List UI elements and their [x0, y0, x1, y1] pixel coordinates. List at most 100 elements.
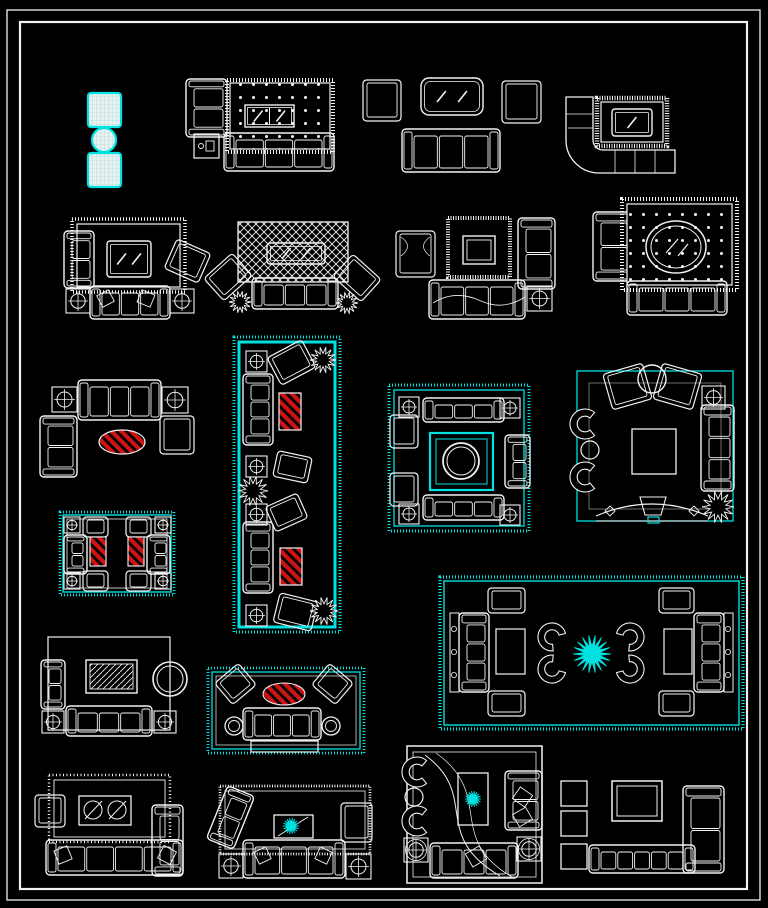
cyan-rug-red-oval-set-rect: [206, 666, 366, 755]
u-lounge-set-cchair: [569, 461, 596, 493]
block-cyan-rug-red-oval-set[interactable]: [206, 663, 366, 755]
block-crosshatch-rug-set[interactable]: [204, 221, 381, 314]
oval-table-rug-set-line: [677, 243, 689, 257]
curvy-rug-set-cchair: [401, 756, 428, 788]
conference-rug-set-chair: [658, 587, 695, 614]
curvy-rug-set-rect: [511, 806, 534, 828]
tv-lounge-set-glass: [106, 240, 152, 278]
patterned-sofa-set-xtable: [526, 285, 553, 312]
conference-rug-set-rect: [495, 628, 526, 675]
conference-rug-set-cchair: [615, 654, 645, 684]
conference-rug-set-circle: [450, 626, 457, 633]
drawing-frame: [6, 9, 761, 901]
block-u-lounge-set[interactable]: [569, 363, 735, 524]
u-lounge-set-path: [639, 496, 667, 516]
tall-cyan-rug-set-xtable: [245, 604, 268, 627]
curvy-rug-set-sofa: [504, 770, 543, 831]
tall-cyan-rug-set-sofa: [242, 521, 274, 594]
l-sectional-tv-set-rect: [560, 843, 588, 870]
l-sectional-tv-set-sofa: [682, 785, 725, 874]
block-oval-table-rug-set[interactable]: [592, 197, 739, 316]
conference-rug-set-chair: [487, 587, 526, 614]
curvy-rug-set-xtable: [403, 837, 429, 863]
tv-lounge-set-sofa: [63, 230, 95, 289]
conference-rug-set-circle: [725, 649, 732, 656]
chaise-lounge-set-rect: [314, 846, 333, 865]
block-chaise-lounge-set[interactable]: [206, 784, 373, 880]
sofa-set-dotted-rug-circle: [198, 143, 204, 149]
conference-rug-set-cchair: [537, 622, 567, 652]
tall-cyan-rug-set-plant-icon: [237, 476, 269, 506]
conference-rug-set-circle: [450, 649, 457, 656]
tv-lounge-set-xtable: [169, 288, 195, 314]
conference-rug-set-circle: [450, 672, 457, 679]
tv-lounge-set-rect: [96, 289, 115, 308]
l-sofa-rug-set-glass: [611, 108, 653, 137]
crosshatch-rug-set-plant-icon: [228, 291, 252, 313]
block-red-oval-table-set[interactable]: [39, 379, 195, 478]
conference-rug-set-chair: [658, 690, 695, 717]
block-tall-cyan-rug-set[interactable]: [232, 335, 342, 634]
conference-rug-set-plant-icon: [572, 635, 612, 673]
crosshatch-rug-set-chair: [204, 253, 252, 301]
block-l-sectional-tv-set[interactable]: [560, 780, 725, 874]
frame-inner-border: [18, 20, 749, 891]
conference-rug-set-cchair: [537, 654, 567, 684]
u-lounge-set-chair: [652, 363, 703, 410]
u-lounge-set-circle: [580, 440, 600, 460]
block-sofa-set-dotted-rug[interactable]: [185, 78, 335, 172]
block-mini-cyan-rug-set[interactable]: [58, 510, 176, 597]
l-sectional-tv-set-rect: [560, 780, 588, 807]
block-conference-rug-set[interactable]: [438, 575, 745, 731]
crosshatch-rug-set-chair: [333, 254, 381, 302]
u-lounge-set-cchair: [569, 408, 596, 440]
armchair-pair-cyan-rect: [86, 91, 123, 129]
block-square-cyan-rug-set[interactable]: [387, 383, 531, 533]
cyan-rug-red-oval-set-rect: [215, 675, 357, 746]
block-tv-round-table-set[interactable]: [40, 636, 188, 737]
conference-rug-set-cchair: [615, 622, 645, 652]
sofa-set-dotted-rug-glass2: [244, 104, 295, 128]
block-sectional-sofa-set[interactable]: [34, 773, 184, 877]
conference-rug-set-circle: [725, 672, 732, 679]
sectional-sofa-set-rect: [53, 845, 73, 865]
square-cyan-rug-set-chair: [389, 414, 419, 449]
chaise-lounge-set-rect: [273, 814, 314, 839]
cyan-rug-red-oval-set-chair: [215, 664, 256, 704]
armchair-pair-cyan-rect: [86, 151, 123, 189]
sectional-sofa-set-line: [108, 800, 127, 820]
crosshatch-rug-set-sofa: [251, 277, 339, 310]
cyan-rug-red-oval-set-circle: [228, 720, 240, 732]
mini-cyan-rug-set-xtable: [63, 516, 81, 534]
block-curvy-rug-set[interactable]: [401, 745, 543, 884]
red-oval-table-set-sofa: [77, 379, 162, 421]
oval-table-rug-set-ellipse: [650, 225, 702, 269]
u-lounge-set-sofa: [700, 404, 735, 492]
crosshatch-rug-set-glass: [266, 242, 326, 265]
tall-cyan-rug-set-rect: [232, 335, 342, 634]
conference-rug-set-rect: [438, 575, 745, 731]
block-l-sofa-rug-set[interactable]: [565, 95, 676, 174]
cyan-rug-red-oval-set-circle: [224, 716, 244, 736]
block-sofa-set-glass-table[interactable]: [362, 77, 542, 173]
patterned-sofa-set-path: [432, 295, 526, 306]
block-tv-lounge-set[interactable]: [63, 217, 211, 320]
square-cyan-rug-set-xtable: [398, 396, 420, 418]
l-sectional-tv-set-rect: [616, 785, 658, 817]
tv-round-table-set-circle: [152, 661, 188, 697]
sofa-set-dotted-rug-sofa: [185, 78, 228, 138]
patterned-sofa-set-rect: [462, 235, 496, 265]
tv-round-table-set-rect: [89, 663, 134, 690]
block-armchair-pair-cyan[interactable]: [86, 91, 123, 189]
oval-table-rug-set-line: [665, 238, 679, 254]
sectional-sofa-set-rect: [156, 844, 178, 866]
curvy-rug-set-rect: [457, 772, 489, 826]
block-patterned-sofa-set[interactable]: [395, 216, 556, 320]
mini-cyan-rug-set-chair: [82, 570, 109, 592]
tall-cyan-rug-set-chair: [265, 493, 308, 532]
square-cyan-rug-set-rect: [435, 438, 488, 485]
cyan-rug-red-oval-set-circle: [325, 720, 337, 732]
oval-table-rug-set-ellipse: [645, 220, 707, 274]
tall-cyan-rug-set-rect: [279, 547, 303, 586]
